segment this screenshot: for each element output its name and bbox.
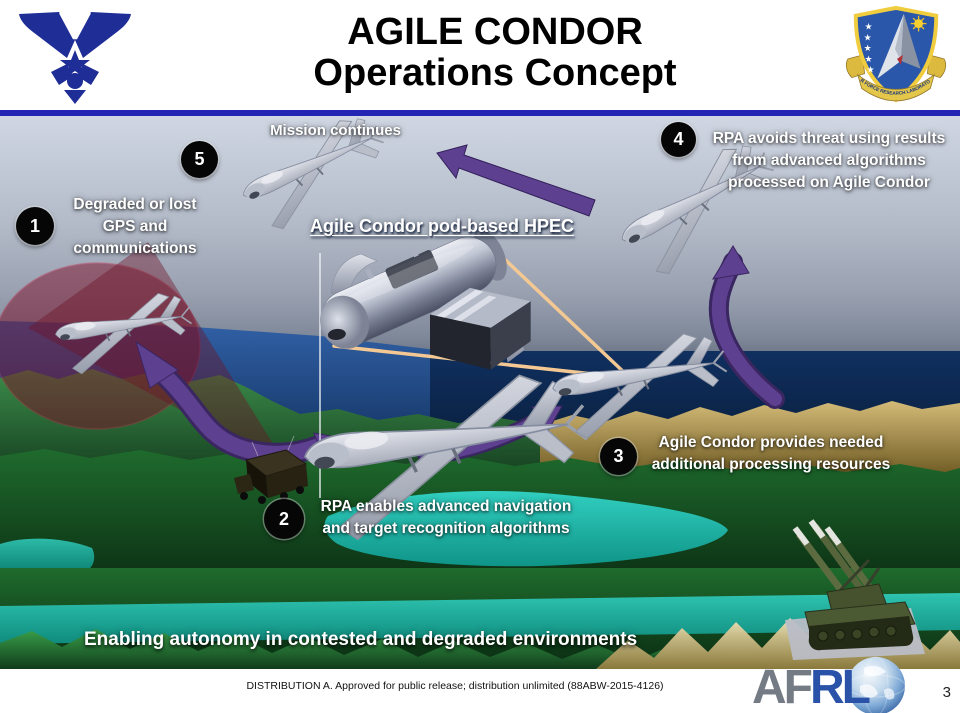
- slide-footer: DISTRIBUTION A. Approved for public rele…: [0, 656, 960, 713]
- pod-label: Agile Condor pod-based HPEC: [309, 216, 574, 236]
- afrl-af: AF: [752, 661, 813, 713]
- distribution-statement: DISTRIBUTION A. Approved for public rele…: [246, 680, 664, 692]
- teal-band-bottom: [0, 593, 960, 644]
- scene-graphic: [0, 116, 960, 669]
- svg-text:★: ★: [864, 43, 872, 53]
- callout-1-text: Degraded or lost GPS and communications: [73, 196, 197, 257]
- afrl-shield-icon: ★★★ ★★ AIR FORCE RESEARCH LABORATORY: [842, 2, 947, 103]
- pod-panel-top: [330, 253, 378, 299]
- svg-text:★: ★: [865, 21, 873, 31]
- callout-2-text: RPA enables advanced navigation and targ…: [320, 498, 572, 537]
- operations-scene: 1 2 3 4 5 Mission continues RPA avoids t…: [0, 116, 960, 669]
- callout-4-number: 4: [673, 129, 684, 149]
- callout-2-badge: 2: [264, 499, 304, 539]
- electronics-box: [430, 287, 531, 370]
- teal-lake: [324, 490, 728, 567]
- slide-header: AGILE CONDOR Operations Concept ★★★ ★★: [0, 0, 960, 110]
- teal-pond-left: [0, 538, 95, 570]
- callout-4-badge: 4: [661, 122, 696, 157]
- arrow-jammed-handoff: [135, 340, 343, 465]
- callout-5-badge: 5: [181, 141, 218, 178]
- pod-callout-line-upper: [495, 250, 632, 380]
- globe-icon: [846, 656, 906, 713]
- arrow-up-to-drone4: [708, 245, 785, 409]
- svg-text:★: ★: [865, 54, 873, 64]
- afrl-wordmark: AFRL: [752, 656, 927, 713]
- title-line-2: Operations Concept: [313, 52, 677, 94]
- bottom-banner: Enabling autonomy in contested and degra…: [84, 629, 638, 650]
- svg-text:★: ★: [867, 65, 875, 75]
- header-divider: [0, 110, 960, 116]
- callout-5-text: Mission continues: [270, 122, 401, 139]
- page-number: 3: [942, 684, 951, 701]
- jamming-beam: [28, 242, 288, 468]
- usaf-wings-icon: [19, 12, 131, 104]
- arrow-mission-continues: [436, 144, 596, 217]
- afrl-rl: RL: [809, 661, 871, 713]
- sam-launcher-icon: [785, 519, 925, 660]
- svg-text:★: ★: [864, 32, 872, 42]
- title-line-1: AGILE CONDOR: [347, 11, 643, 53]
- afrl-letters: AFRL: [752, 661, 871, 713]
- callout-3-text: Agile Condor provides needed additional …: [651, 434, 891, 473]
- callout-3-badge: 3: [600, 438, 637, 475]
- pod-graphic: [320, 230, 531, 370]
- callout-1-badge: 1: [16, 207, 54, 245]
- callout-1-number: 1: [29, 215, 40, 236]
- callout-5-number: 5: [194, 149, 205, 169]
- jammer-truck-icon: [234, 435, 308, 504]
- callout-4-text: RPA avoids threat using results from adv…: [712, 130, 946, 191]
- callout-3-number: 3: [613, 446, 624, 466]
- callout-2-number: 2: [278, 508, 289, 529]
- terrain-tan-right: [540, 401, 960, 476]
- slide-title: AGILE CONDOR Operations Concept: [170, 12, 820, 94]
